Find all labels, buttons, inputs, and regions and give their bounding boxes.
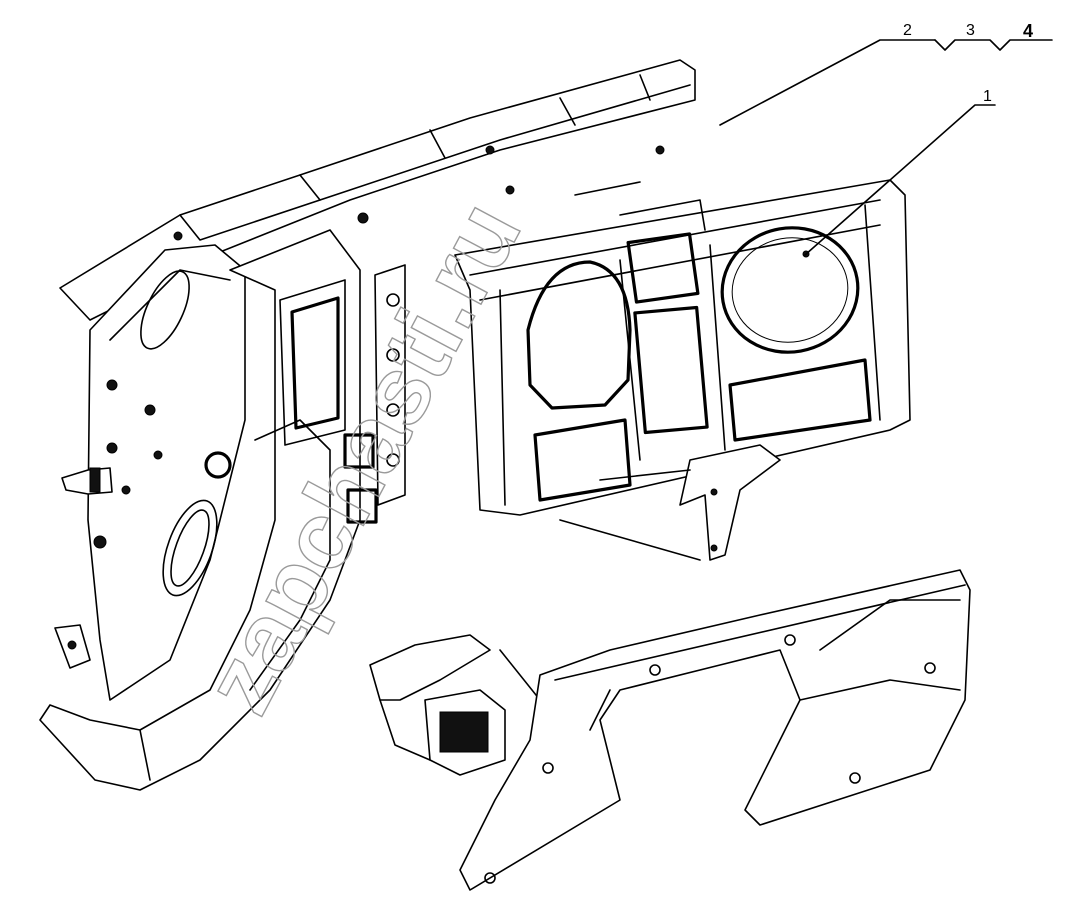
callout-label-3: 3 [966,22,975,39]
cluster-lower-bracket [559,444,781,561]
dashboard-top-rail [59,59,696,321]
callout-label-1: 1 [983,88,992,105]
center-switch-column [343,264,406,524]
switch-lever-assembly [369,634,541,776]
steering-column-shroud [459,569,971,891]
callout-label-2: 2 [903,22,912,39]
lower-front-panel [39,229,361,791]
instrument-cluster-housing [454,179,911,516]
callout-leaders [719,39,1053,256]
left-side-panel [54,244,246,701]
callout-label-4: 4 [1023,21,1033,41]
